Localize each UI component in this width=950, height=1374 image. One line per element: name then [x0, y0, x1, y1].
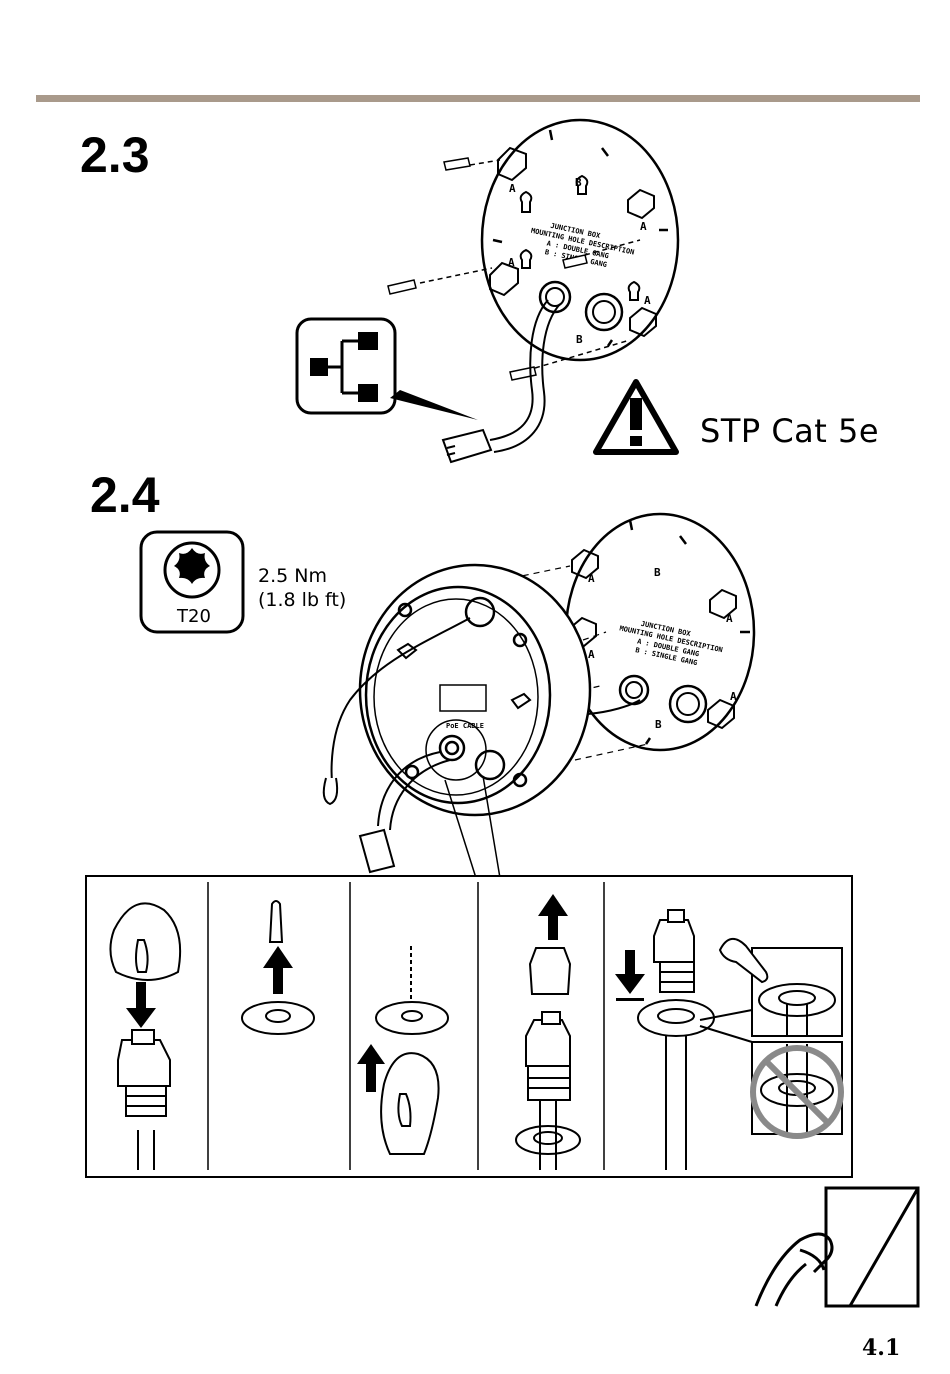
detail-box [86, 876, 852, 1177]
plate2-letter-a2: A [726, 612, 733, 625]
plate2-letter-a3: A [588, 648, 595, 661]
plate2-letter-b: B [654, 566, 661, 579]
page-reference-icon [756, 1188, 918, 1306]
page-reference-label: 4.1 [862, 1335, 900, 1361]
torque-metric: 2.5 Nm [258, 564, 346, 588]
plate2-letter-a4: A [730, 690, 737, 703]
tool-label: T20 [177, 606, 211, 627]
plate2-letter-b2: B [655, 718, 662, 731]
plate2-letter-a: A [588, 572, 595, 585]
torque-imperial: (1.8 lb ft) [258, 588, 346, 612]
torque-value: 2.5 Nm (1.8 lb ft) [258, 564, 346, 612]
